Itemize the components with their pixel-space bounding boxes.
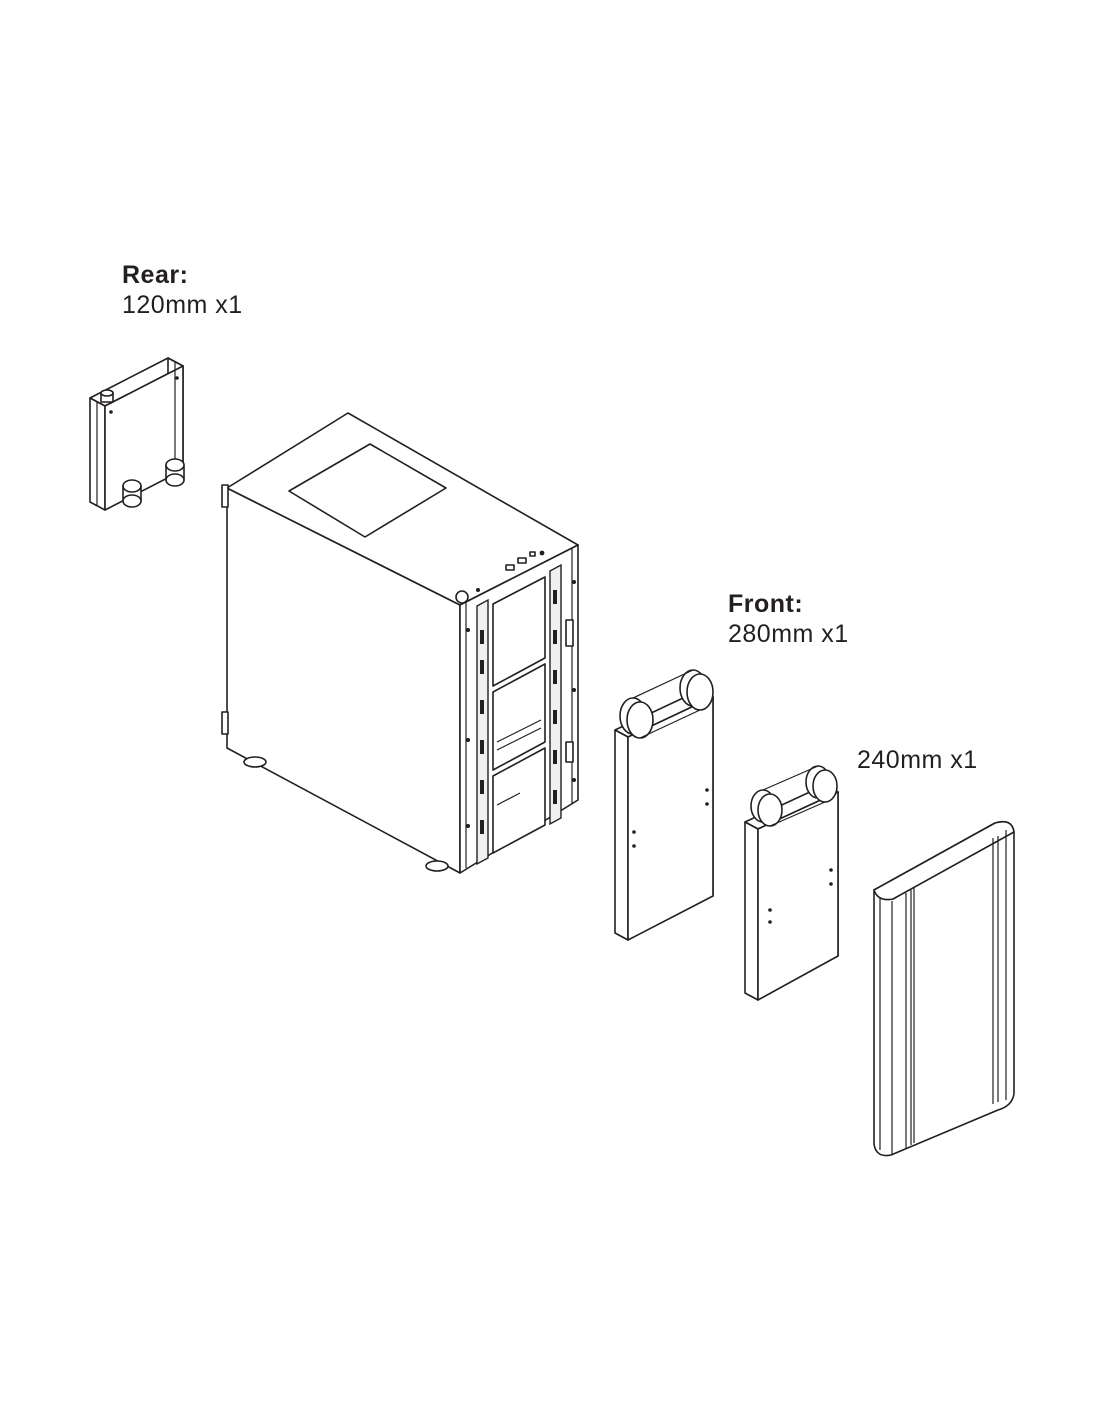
radiator-240-label: 240mm x1 bbox=[857, 745, 978, 775]
radiator-120mm bbox=[89, 357, 185, 511]
radiator-240-size: 240mm x1 bbox=[857, 746, 978, 774]
radiator-240mm bbox=[744, 765, 839, 1001]
front-label: Front: 280mm x1 bbox=[728, 589, 849, 649]
rear-title: Rear: bbox=[122, 261, 189, 289]
rear-size: 120mm x1 bbox=[122, 291, 243, 319]
radiator-280mm bbox=[614, 669, 714, 941]
rear-label: Rear: 120mm x1 bbox=[122, 260, 243, 320]
front-title: Front: bbox=[728, 590, 804, 618]
front-size: 280mm x1 bbox=[728, 620, 849, 648]
front-panel-cover bbox=[873, 820, 1015, 1157]
pc-case bbox=[221, 412, 579, 874]
